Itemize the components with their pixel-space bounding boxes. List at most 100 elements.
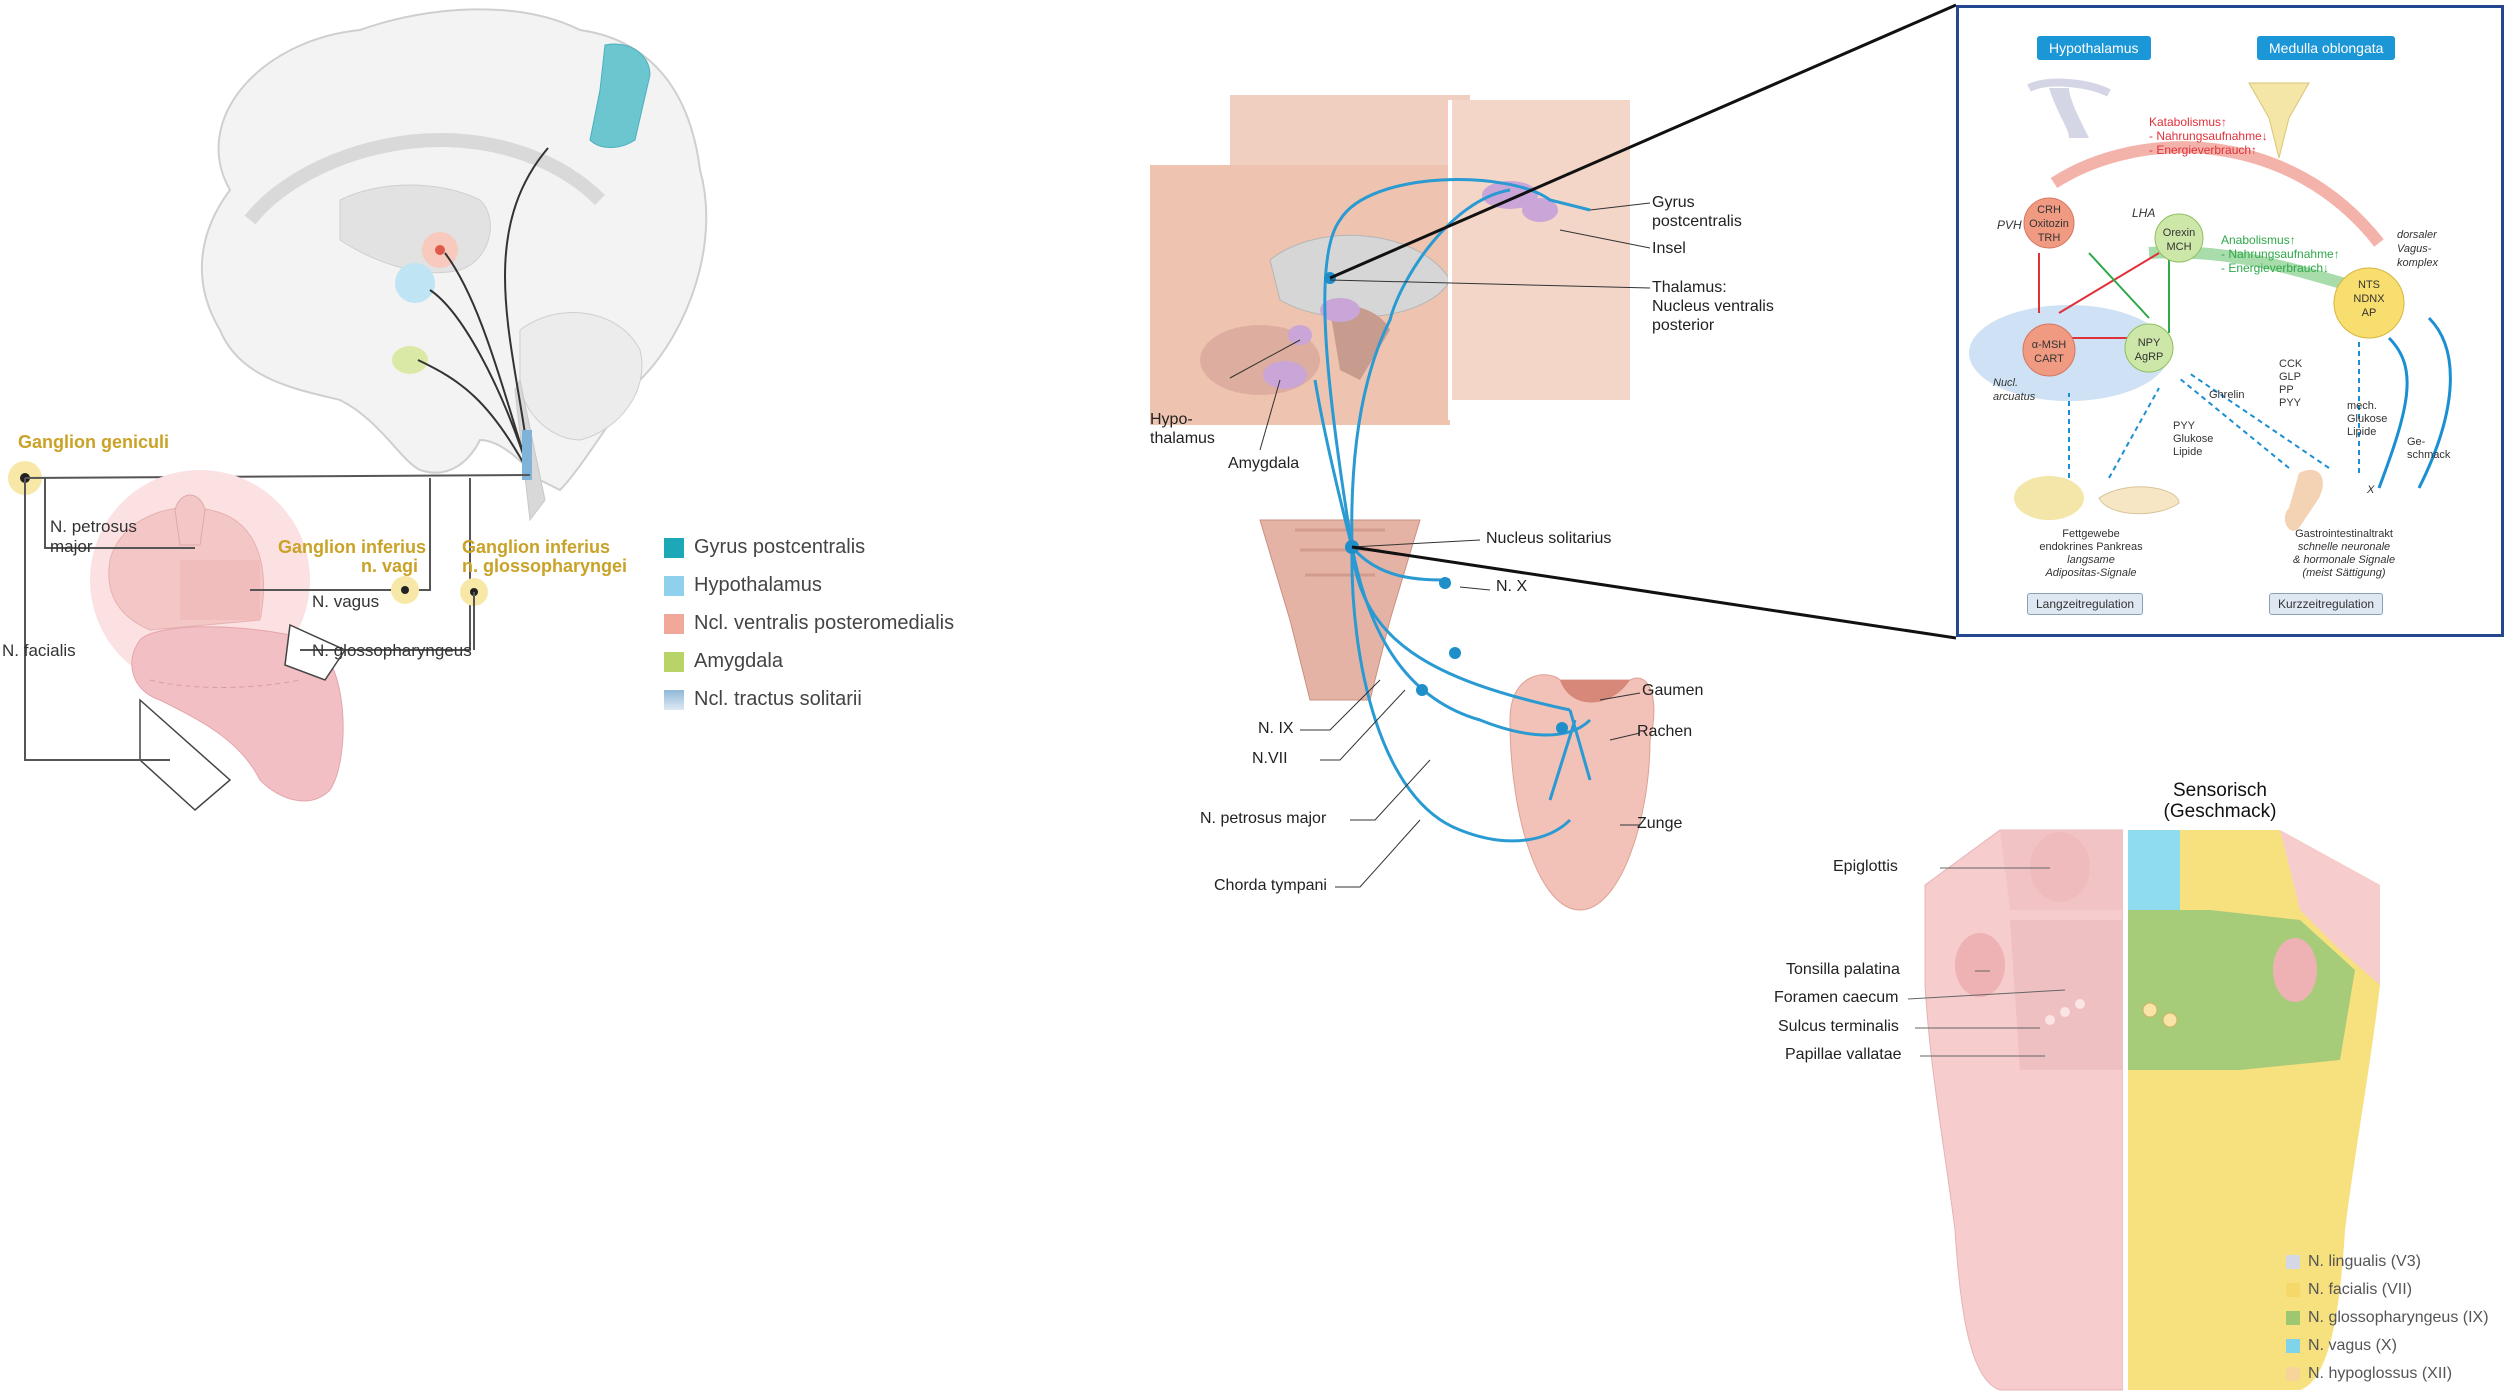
- node-crh-line2: Oxitozin: [2029, 218, 2069, 230]
- label-n-petrosus-major-line1: N. petrosus: [50, 517, 137, 536]
- label-gaumen: Gaumen: [1642, 682, 1704, 699]
- node-nts: NTS NDNX AP: [2347, 278, 2391, 320]
- legend-item-hypothalamus: Hypothalamus: [664, 574, 822, 597]
- label-ganglion-inferius-vagi: Ganglion inferius n. vagi: [278, 537, 427, 576]
- label-epiglottis: Epiglottis: [1833, 858, 1898, 875]
- text-cck: CCK: [2279, 358, 2303, 370]
- text-fettgewebe-line4: Adipositas-Signale: [2045, 567, 2137, 579]
- text-gi-line2: schnelle neuronale: [2297, 541, 2391, 553]
- text-pyy: PYY: [2279, 397, 2302, 409]
- text-nucl-arcuatus: Nucl. arcuatus: [1993, 376, 2035, 404]
- legend-swatch: [664, 575, 684, 596]
- text-lipide: Lipide: [2173, 446, 2203, 458]
- text-nucl-arcuatus-line2: arcuatus: [1993, 391, 2036, 403]
- label-ganglion-inferius-glosso-line1: Ganglion inferius: [462, 537, 611, 557]
- text-nucl-arcuatus-line1: Nucl.: [1993, 377, 2019, 389]
- panel-appetite-regulation: Hypothalamus Medulla oblongata Katabolis…: [1956, 5, 2504, 637]
- text-gi-line3: & hormonale Signale: [2292, 554, 2396, 566]
- label-ganglion-inferius-vagi-line2: n. vagi: [360, 556, 418, 576]
- text-geschmack-line2: schmack: [2407, 449, 2451, 461]
- node-nts-line2: NDNX: [2353, 293, 2385, 305]
- text-mech-glukose: Glukose: [2347, 413, 2388, 425]
- label-nucleus-solitarius: Nucleus solitarius: [1486, 530, 1612, 547]
- node-amsh-line2: CART: [2034, 353, 2064, 365]
- node-crh: CRH Oxitozin TRH: [2027, 203, 2071, 245]
- legend-swatch: [2286, 1283, 2300, 1297]
- text-dorsaler-vaguskomplex: dorsaler Vagus- komplex: [2397, 228, 2438, 270]
- text-anabolismus-item2: - Energieverbrauch↓: [2221, 261, 2330, 275]
- label-ganglion-inferius-glosso-line2: n. glossopharyngei: [462, 556, 628, 576]
- tongue-innervation-illustration: [1907, 825, 2380, 1392]
- text-mech: mech.: [2347, 400, 2377, 412]
- label-tonsilla-palatina: Tonsilla palatina: [1786, 961, 1900, 978]
- legend-item-n-facialis: N. facialis (VII): [2286, 1281, 2412, 1299]
- label-sulcus-terminalis: Sulcus terminalis: [1778, 1018, 1899, 1035]
- node-nts-line1: NTS: [2358, 279, 2380, 291]
- text-katabolismus-item1: - Nahrungsaufnahme↓: [2149, 129, 2268, 143]
- node-nts-line3: AP: [2361, 307, 2377, 319]
- label-gyrus-postcentralis-line1: Gyrus: [1652, 194, 1695, 211]
- node-crh-line3: TRH: [2037, 232, 2061, 244]
- label-n-vii: N.VII: [1252, 750, 1288, 767]
- legend-label: Gyrus postcentralis: [694, 536, 866, 558]
- legend-item-gyrus-postcentralis: Gyrus postcentralis: [664, 536, 865, 559]
- label-ganglion-inferius-vagi-line1: Ganglion inferius: [278, 537, 427, 557]
- legend-swatch: [664, 613, 684, 634]
- legend-label: N. lingualis (V3): [2308, 1253, 2421, 1270]
- node-orexin-line1: Orexin: [2162, 227, 2196, 239]
- text-fettgewebe: Fettgewebe endokrines Pankreas langsame …: [2011, 528, 2171, 580]
- title-sensorisch: Sensorisch (Geschmack): [2150, 780, 2290, 822]
- node-npy-line2: AgRP: [2134, 351, 2164, 363]
- anatomical-pathway-illustration: [1150, 95, 1655, 911]
- node-amsh-line1: α-MSH: [2031, 339, 2067, 351]
- node-orexin-line2: MCH: [2166, 241, 2192, 253]
- text-fettgewebe-line2: endokrines Pankreas: [2039, 541, 2143, 553]
- text-dorsaler-line1: dorsaler: [2397, 229, 2437, 241]
- label-rachen: Rachen: [1637, 723, 1693, 740]
- text-fettgewebe-line1: Fettgewebe: [2062, 528, 2120, 540]
- text-glp: GLP: [2279, 371, 2302, 383]
- node-crh-line1: CRH: [2037, 204, 2061, 216]
- label-thalamus-line3: posterior: [1652, 317, 1715, 334]
- legend-label: N. vagus (X): [2308, 1337, 2397, 1354]
- legend-label: Ncl. ventralis posteromedialis: [694, 612, 955, 634]
- legend-item-ncl-tractus-solitarii: Ncl. tractus solitarii: [664, 688, 862, 711]
- medulla-oblongata-button[interactable]: Medulla oblongata: [2257, 36, 2396, 60]
- text-anabolismus-title: Anabolismus↑: [2221, 233, 2296, 247]
- label-hypothalamus-line2: thalamus: [1150, 430, 1215, 447]
- legend-label: Ncl. tractus solitarii: [694, 688, 862, 710]
- label-n-facialis: N. facialis: [2, 641, 76, 660]
- legend-swatch: [664, 689, 684, 710]
- panel-tongue-innervation: Sensorisch (Geschmack) Epiglottis Tonsil…: [1740, 770, 2508, 1392]
- legend-label: N. facialis (VII): [2308, 1281, 2413, 1298]
- label-gyrus-postcentralis: Gyrus postcentralis: [1652, 193, 1742, 231]
- text-glukose: Glukose: [2173, 433, 2214, 445]
- text-pyy-2: PYY: [2173, 420, 2196, 432]
- text-geschmack: Ge- schmack: [2407, 436, 2450, 462]
- title-sensorisch-line1: Sensorisch: [2173, 780, 2267, 801]
- text-geschmack-line1: Ge-: [2407, 436, 2426, 448]
- label-n-petrosus-major: N. petrosus major: [50, 517, 137, 557]
- label-n-vagus: N. vagus: [312, 592, 380, 611]
- legend-swatch: [2286, 1311, 2300, 1325]
- legend-swatch: [2286, 1367, 2300, 1381]
- label-papillae-vallatae: Papillae vallatae: [1785, 1046, 1902, 1063]
- label-n-petrosus-major-line2: major: [50, 537, 93, 556]
- legend-label: N. glossopharyngeus (IX): [2308, 1309, 2489, 1326]
- legend-item-amygdala: Amygdala: [664, 650, 783, 673]
- hypothalamus-button[interactable]: Hypothalamus: [2037, 36, 2151, 60]
- text-cck-list: CCK GLP PP PYY: [2279, 358, 2302, 410]
- text-katabolismus-item2: - Energieverbrauch↑: [2149, 143, 2258, 157]
- label-ganglion-inferius-glosso: Ganglion inferius n. glossopharyngei: [462, 538, 627, 576]
- label-thalamus-line2: Nucleus ventralis: [1652, 298, 1774, 315]
- kurzzeitregulation-tag: Kurzzeitregulation: [2269, 593, 2384, 615]
- text-fettgewebe-line3: langsame: [2067, 554, 2115, 566]
- label-thalamus-line1: Thalamus:: [1652, 279, 1727, 296]
- text-lha: LHA: [2132, 206, 2156, 220]
- legend-swatch: [2286, 1339, 2300, 1353]
- label-foramen-caecum: Foramen caecum: [1774, 989, 1899, 1006]
- legend-swatch: [664, 537, 684, 558]
- legend-item-n-hypoglossus: N. hypoglossus (XII): [2286, 1365, 2452, 1383]
- label-hypothalamus-line1: Hypo-: [1150, 411, 1193, 428]
- text-mech-lipide: Lipide: [2347, 426, 2377, 438]
